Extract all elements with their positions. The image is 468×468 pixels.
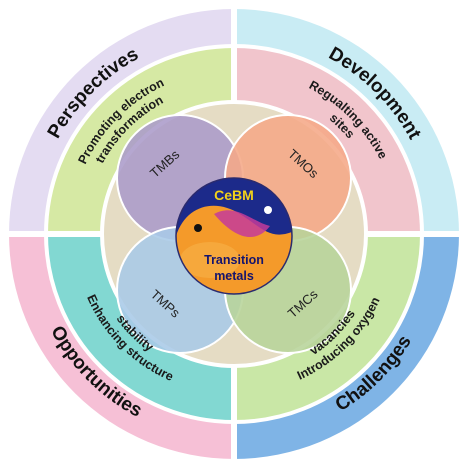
core-label-line-1: Transition xyxy=(204,253,264,267)
ring-separators xyxy=(6,6,462,462)
separator-ring xyxy=(44,44,424,424)
core-glow xyxy=(180,242,240,278)
core-title: CeBM xyxy=(214,187,254,203)
core-label-line-2: metals xyxy=(214,269,254,283)
core-swirl xyxy=(214,210,270,238)
core-dot-light xyxy=(264,206,272,214)
core-dot-dark xyxy=(194,224,202,232)
core-outline xyxy=(175,177,293,295)
core-sphere xyxy=(176,178,292,294)
